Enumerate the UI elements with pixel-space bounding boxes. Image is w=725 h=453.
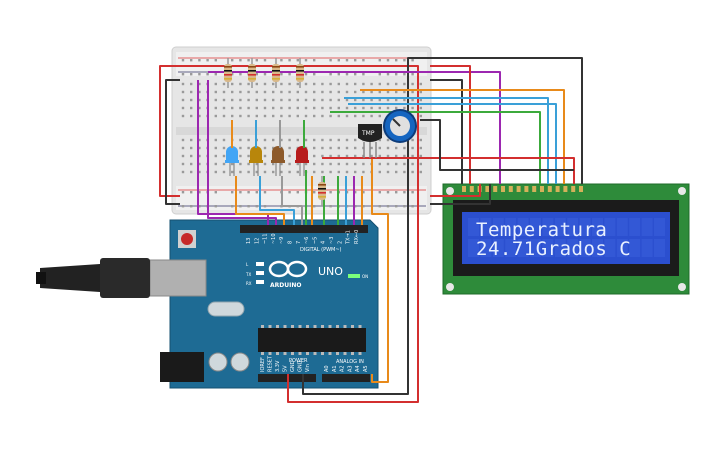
digital-pin-label: 8 xyxy=(288,241,294,244)
digital-pin-label: TX→1 xyxy=(346,230,352,245)
digital-pin-label: ~5 xyxy=(312,237,318,244)
wire-black-lcd-vss xyxy=(430,79,463,184)
lcd-line-2: 24.71Grados C xyxy=(476,238,631,260)
temperature-sensor-icon: TMP xyxy=(358,124,382,158)
digital-pin-label: 4 xyxy=(321,241,327,244)
analog-pin-label: A4 xyxy=(355,365,361,372)
power-pin-label: Vin xyxy=(305,364,311,372)
wire-red-lcd-3 xyxy=(430,184,481,197)
digital-pin-label: 12 xyxy=(254,238,260,244)
analog-pin-label: A1 xyxy=(332,365,338,372)
wire-red-lcd-vcc xyxy=(430,65,471,184)
led-icon xyxy=(250,146,262,162)
led-icon xyxy=(272,146,284,162)
digital-header-label: DIGITAL (PWM~) xyxy=(300,247,342,253)
wire-red-5v-rail xyxy=(180,65,419,403)
resistor-icon xyxy=(296,64,304,82)
sensor-label: TMP xyxy=(361,130,375,137)
wire-blue-lcd xyxy=(344,97,549,184)
analog-pin-label: A2 xyxy=(340,365,346,372)
wire-purple-lcd-rs xyxy=(207,80,277,225)
digital-pin-label: 7 xyxy=(296,241,302,244)
digital-pin-label: RX←0 xyxy=(354,230,360,244)
wire-black-pot xyxy=(420,119,574,171)
wire-black-gnd xyxy=(302,57,583,395)
wire-blue-led2 xyxy=(259,176,295,225)
microcontroller-pins xyxy=(261,325,362,355)
resistor-icon xyxy=(272,64,280,82)
digital-pin-label: ~9 xyxy=(279,237,285,244)
resistors xyxy=(224,58,326,206)
wire-purple-lcd-2 xyxy=(208,71,501,184)
l-led-label: L xyxy=(246,262,249,267)
wire-orange-led1 xyxy=(235,176,285,225)
wire-black-left-rail xyxy=(165,79,180,205)
lcd-module: Temperatura 24.71Grados C xyxy=(442,183,690,295)
digital-pin-label: ~3 xyxy=(329,237,335,244)
wire-red-lcd-2 xyxy=(322,157,575,184)
led-icon xyxy=(226,146,238,162)
power-header-label: POWER xyxy=(289,358,308,364)
wire-orange-a0 xyxy=(371,158,389,383)
power-pin-label: IOREF xyxy=(260,357,266,372)
board-brand: ARDUINO xyxy=(270,282,301,289)
analog-pin-label: A5 xyxy=(363,365,369,372)
resistor-icon xyxy=(318,182,326,200)
analog-header-label: ANALOG IN xyxy=(336,359,364,365)
power-pin-label: 5V xyxy=(283,365,289,372)
digital-pin-label: ~11 xyxy=(263,233,269,244)
reset-button-icon[interactable] xyxy=(178,230,196,248)
board-model: UNO xyxy=(318,265,343,278)
analog-pin-label: A0 xyxy=(324,365,330,372)
arduino-logo-icon xyxy=(268,260,308,278)
lcd-character-cells xyxy=(468,218,665,257)
digital-pin-label: 2 xyxy=(337,241,343,244)
lcd-line-1: Temperatura xyxy=(476,219,607,241)
wire-gray-led3 xyxy=(281,176,303,225)
rx-led-label: RX xyxy=(246,281,252,286)
wires xyxy=(159,57,583,403)
analog-pin-label: A3 xyxy=(347,365,353,372)
power-pin-label: 3.3V xyxy=(275,360,281,372)
arduino-uno-board: UNO ARDUINO DIGITAL (PWM~) ANALOG IN POW… xyxy=(149,219,379,389)
lcd-header-pins xyxy=(462,186,583,192)
digital-pin-label: ~10 xyxy=(271,233,277,244)
usb-cable-icon xyxy=(36,258,150,298)
power-pin-label: GND xyxy=(298,360,304,372)
wire-red-left-rail xyxy=(159,65,180,197)
wire-orange-lcd xyxy=(360,89,565,184)
tx-led-label: TX xyxy=(245,272,251,277)
wire-black-lcd-3 xyxy=(430,184,491,205)
digital-pin-label: ~6 xyxy=(304,237,310,244)
resistor-icon xyxy=(224,64,232,82)
power-pin-label: GND xyxy=(290,360,296,372)
power-pin-label: RESET xyxy=(268,355,274,372)
digital-pin-label: 13 xyxy=(246,238,252,244)
leds xyxy=(225,120,309,176)
led-icon xyxy=(296,146,308,162)
wire-purple-lcd xyxy=(197,80,269,225)
on-led-label: ON xyxy=(362,274,368,279)
resistor-icon xyxy=(248,64,256,82)
potentiometer-icon[interactable] xyxy=(383,109,417,143)
